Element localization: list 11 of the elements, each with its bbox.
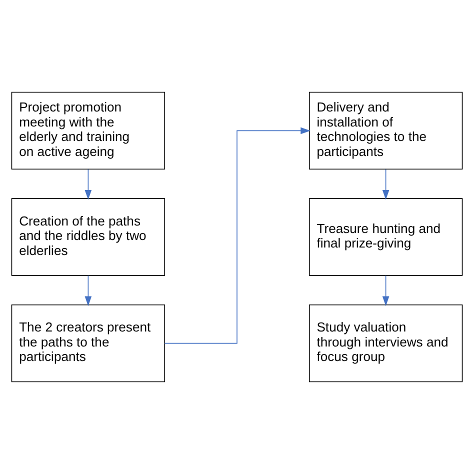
node-box: Delivery and installation of technologies to the participants <box>308 92 463 170</box>
arrow <box>382 168 390 200</box>
arrow <box>84 275 92 306</box>
node-box: The 2 creators present the paths to the participants <box>11 304 166 382</box>
arrow <box>382 275 390 306</box>
node-box: Treasure hunting and final prize-giving <box>308 198 463 276</box>
node-box: Study valuation through interviews and focus group <box>308 304 463 382</box>
node-box: Project promotion meeting with the elderly and training on active ageing <box>11 92 166 170</box>
arrow <box>164 127 310 344</box>
node-box: Creation of the paths and the riddles by two elderlies <box>11 198 166 276</box>
arrow <box>84 168 92 200</box>
